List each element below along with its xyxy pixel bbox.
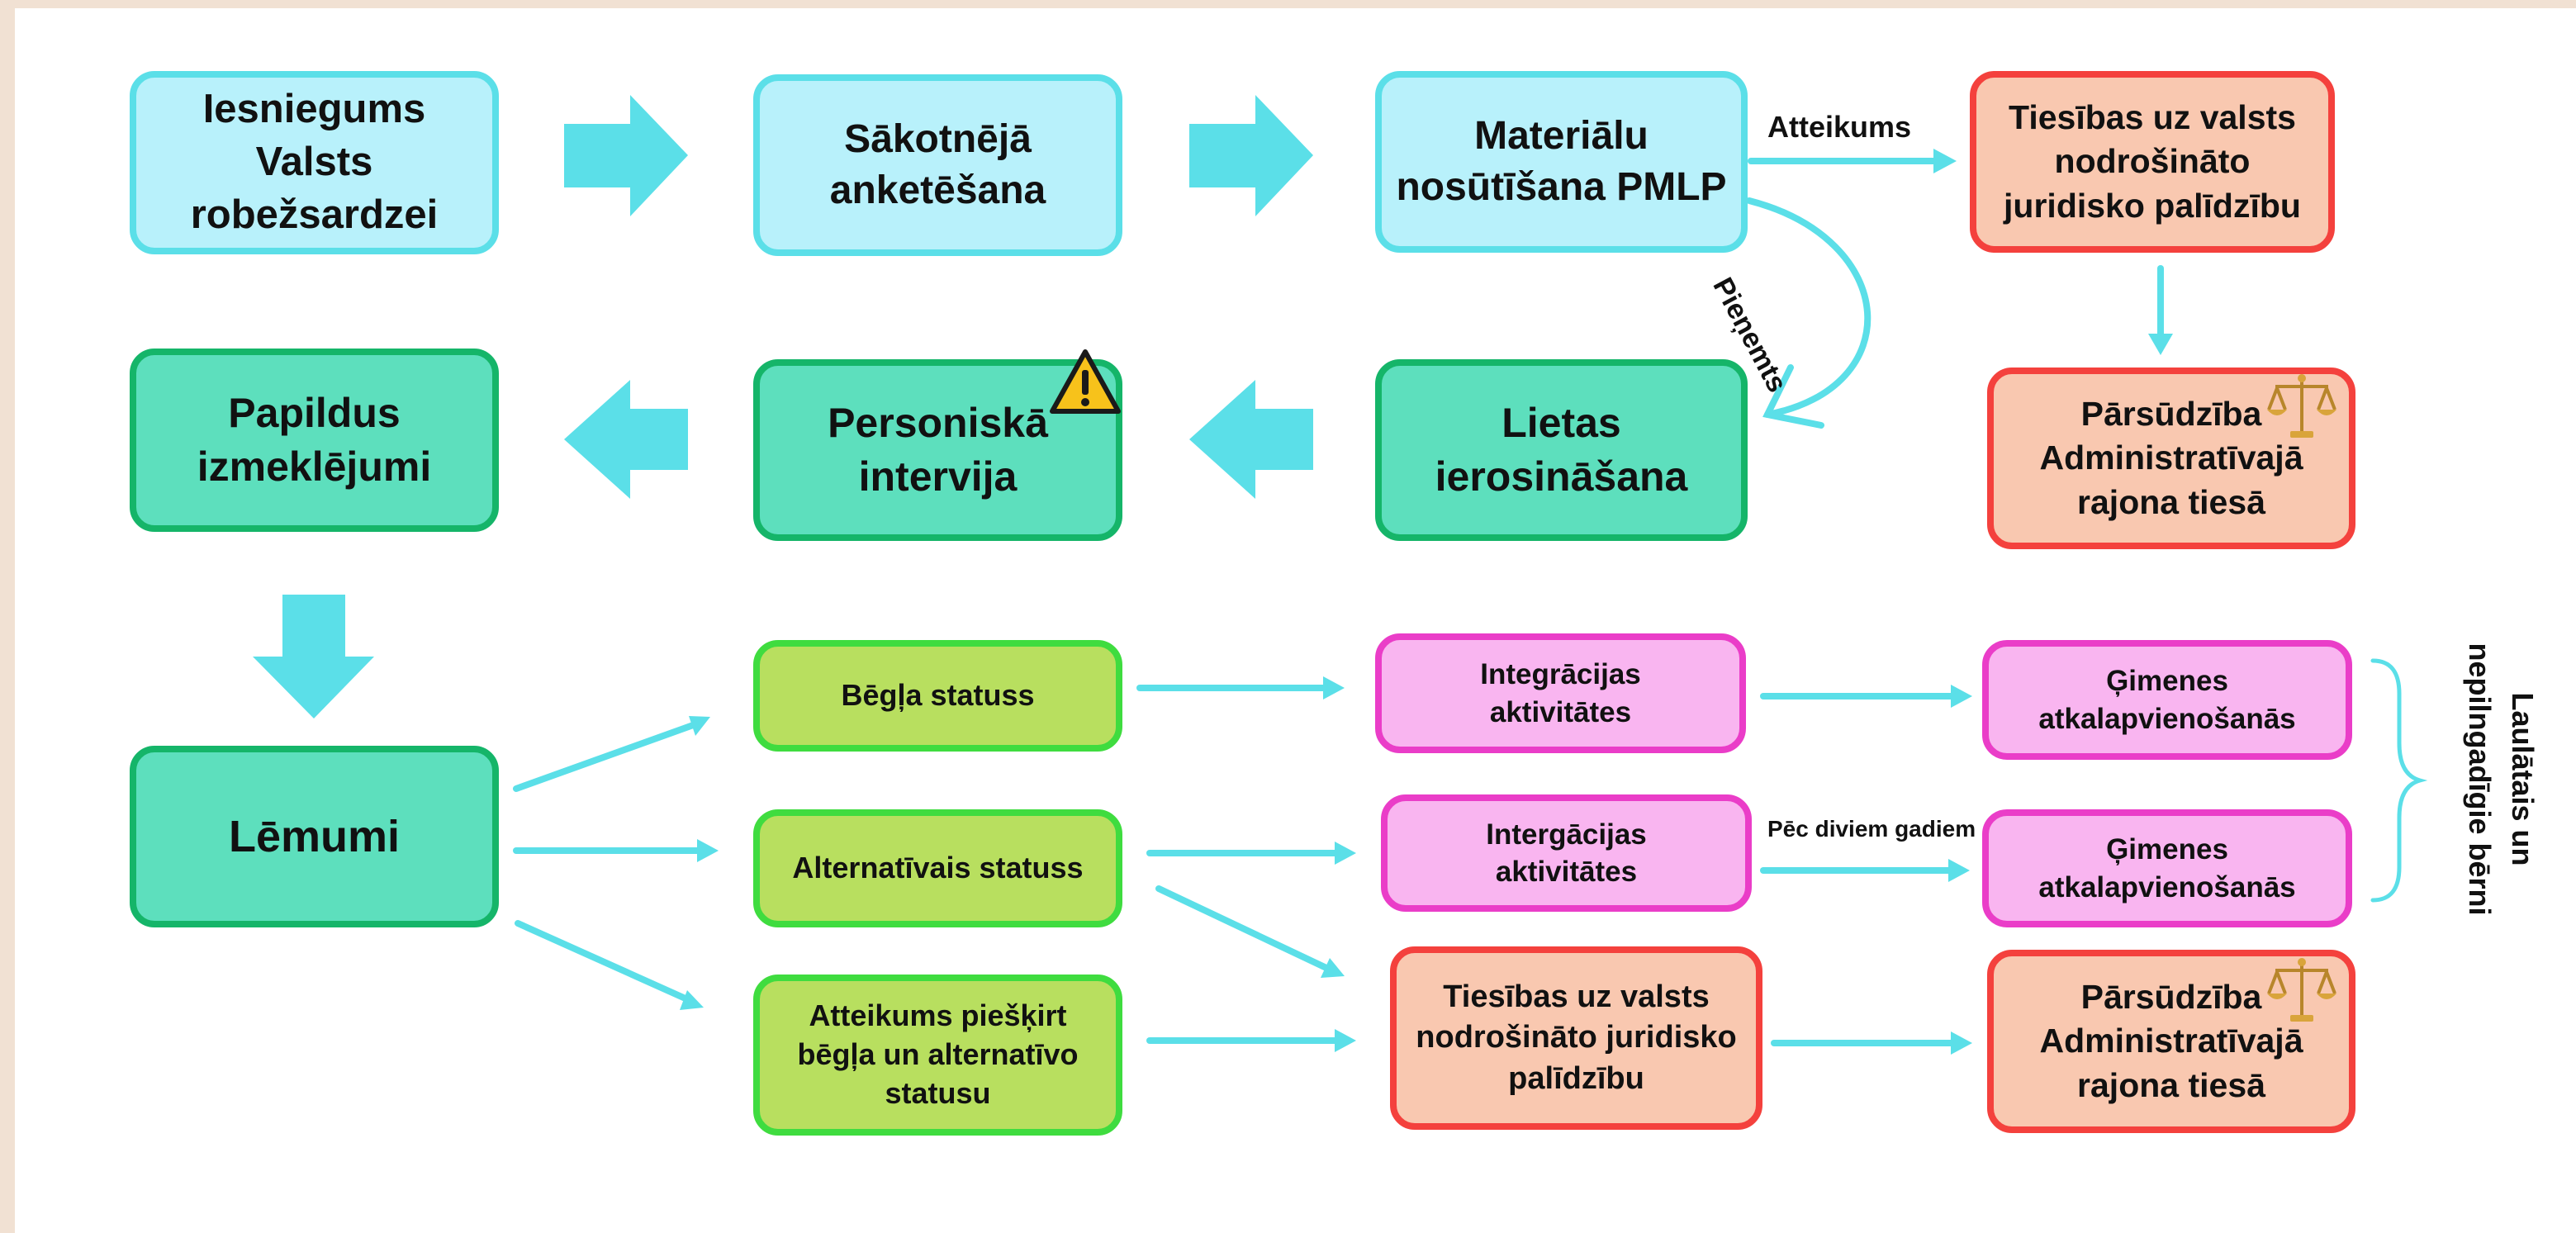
arrowhead-alt-legal: [1321, 958, 1345, 978]
arrowhead-refusal: [1933, 149, 1957, 173]
scales-icon: [2267, 374, 2336, 438]
additional-investigation-box: Papildus izmeklējumi: [130, 349, 499, 532]
arrowhead-down-legal: [2148, 334, 2173, 355]
arrow-decision-low: [515, 920, 690, 1003]
refusal-label: Atteikums: [1767, 110, 1912, 144]
materials-box: Materiālu nosūtīšana PMLP: [1375, 71, 1748, 253]
integration-box-2: Intergācijas aktivitātes: [1381, 794, 1752, 912]
status-refusal-box: Atteikums piešķirt bēgļa un alternatīvo …: [753, 975, 1122, 1136]
case-initiation-box: Lietas ierosināšana: [1375, 359, 1748, 541]
questioning-box: Sākotnējā anketēšana: [753, 74, 1122, 256]
arrowhead-integ-reunif2: [1948, 859, 1970, 882]
arrow-accepted: [1746, 197, 1872, 418]
decisions-box: Lēmumi: [130, 746, 499, 927]
arrowhead-decision-top: [689, 716, 710, 736]
submission-box: Iesniegums Valsts robežsardzei: [130, 71, 499, 254]
arrowhead-legal-appeal: [1951, 1031, 1972, 1055]
arrow-decision-top: [513, 721, 699, 792]
interview-box: Personiskā intervija: [753, 359, 1122, 541]
family-note-label: Laulātais un nepilngadīgie bērni: [2462, 643, 2540, 916]
scales-icon: [2267, 958, 2336, 1022]
legal-aid-box-bottom: Tiesības uz valsts nodrošināto juridisko…: [1390, 946, 1762, 1130]
block-arrow-right-2: [1189, 95, 1313, 216]
appeal-box-top: Pārsūdzība Administratīvajā rajona tiesā: [1987, 368, 2355, 549]
alternative-status-box: Alternatīvais statuss: [753, 809, 1122, 927]
arrowhead-decision-mid: [697, 839, 719, 862]
appeal-box-bottom: Pārsūdzība Administratīvajā rajona tiesā: [1987, 950, 2355, 1133]
arrowhead-accepted: [1762, 364, 1824, 429]
arrowhead-integ-reunif1: [1951, 685, 1972, 708]
family-reunification-box-1: Ģimenes atkalapvienošanās: [1982, 640, 2352, 760]
after-two-years-label: Pēc diviem gadiem: [1767, 816, 1976, 842]
arrowhead-refusal-legal: [1335, 1029, 1356, 1052]
block-arrow-down: [253, 595, 374, 718]
refugee-status-box: Bēgļa statuss: [753, 640, 1122, 752]
block-arrow-left-2: [564, 380, 688, 499]
integration-box-1: Integrācijas aktivitātes: [1375, 633, 1746, 753]
warning-icon: [1050, 349, 1121, 414]
legal-aid-box: Tiesības uz valsts nodrošināto juridisko…: [1970, 71, 2335, 253]
arrowhead-alt-integ: [1335, 842, 1356, 865]
family-brace: [2370, 658, 2428, 903]
arrowhead-refugee-integ: [1323, 676, 1345, 699]
arrow-alt-legal: [1155, 885, 1331, 972]
family-reunification-box-2: Ģimenes atkalapvienošanās: [1982, 809, 2352, 927]
block-arrow-right-1: [564, 95, 688, 216]
block-arrow-left-1: [1189, 380, 1313, 499]
